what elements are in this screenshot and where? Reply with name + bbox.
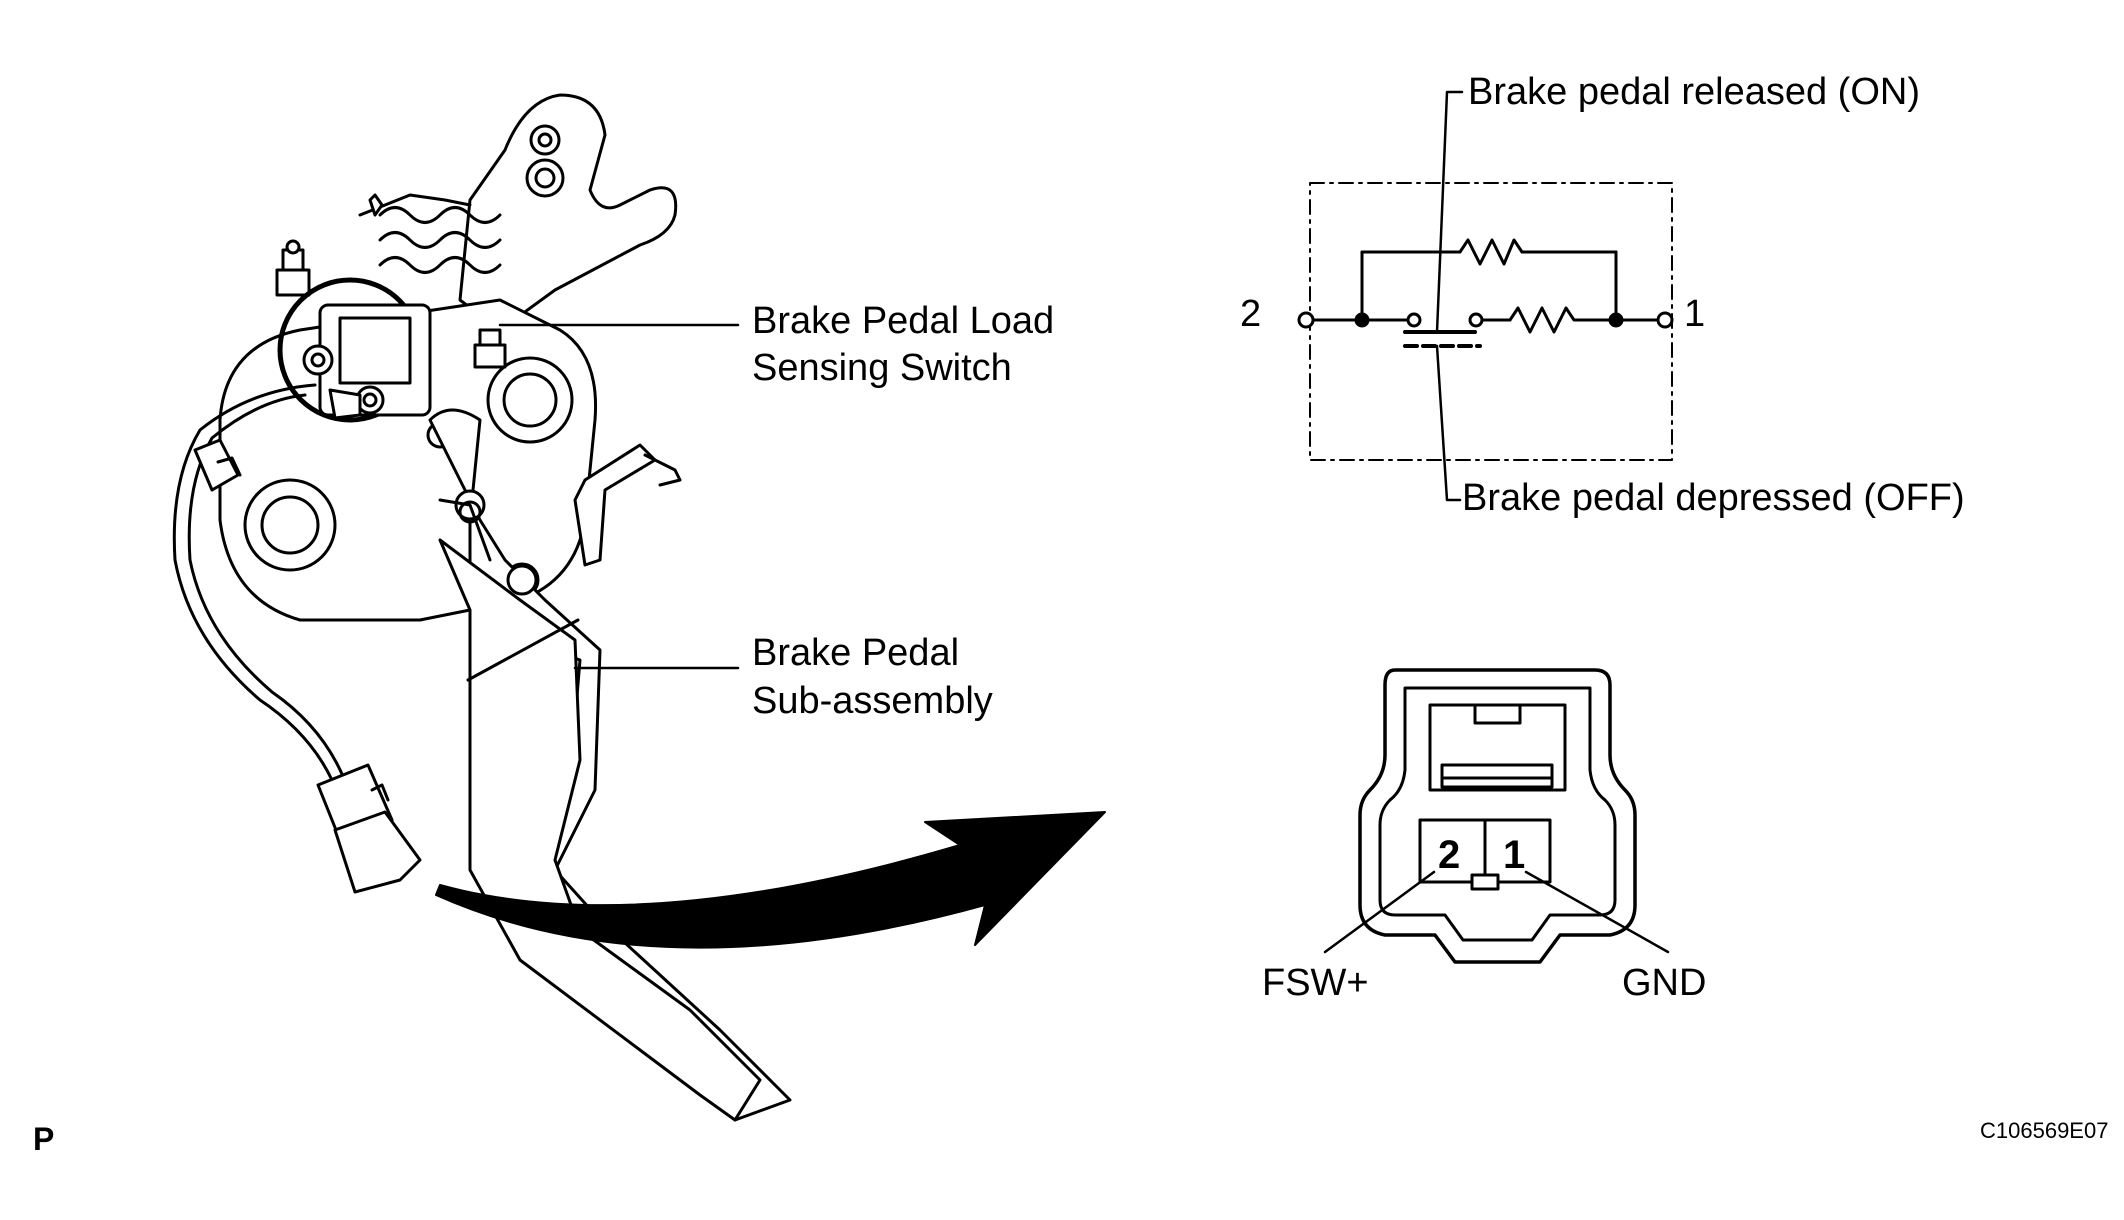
return-spring — [378, 206, 502, 274]
parallel-resistor — [1458, 238, 1524, 266]
stop-bracket — [573, 443, 657, 567]
connector-pin-2-label: 2 — [1438, 833, 1460, 877]
load-sensing-switch — [302, 303, 432, 420]
series-resistor — [1508, 306, 1582, 334]
connector-outer-housing — [1358, 668, 1637, 964]
switch-circuit-schematic — [1297, 90, 1674, 502]
mounting-bracket — [458, 93, 678, 332]
fsw-leader — [1323, 870, 1436, 954]
sub-assembly-label-line1: Brake Pedal — [752, 632, 959, 674]
harness-connector — [316, 763, 422, 894]
terminal-2-node — [1297, 311, 1315, 329]
terminal-2-label: 2 — [1240, 293, 1261, 335]
gnd-label: GND — [1622, 962, 1706, 1004]
curved-arrow — [435, 811, 1106, 949]
pin-cavity-1 — [1483, 818, 1552, 884]
released-leader — [1435, 90, 1464, 334]
load-sensing-switch-label-line1: Brake Pedal Load — [752, 300, 1054, 342]
connector-inner-housing — [1378, 686, 1617, 942]
released-label: Brake pedal released (ON) — [1468, 71, 1920, 113]
brake-pedal-illustration — [172, 93, 792, 1122]
corner-mark: P — [33, 1121, 54, 1157]
gnd-leader — [1524, 870, 1670, 954]
pedal-arm-front — [438, 538, 762, 1122]
connector-pin-1-label: 1 — [1503, 833, 1525, 877]
figure-code: C106569E07 — [1980, 1118, 2108, 1143]
sub-assembly-label-line2: Sub-assembly — [752, 680, 993, 722]
connector-front-view — [1323, 668, 1670, 964]
wire-harness — [172, 383, 342, 802]
load-sensing-switch-label-line2: Sensing Switch — [752, 347, 1012, 389]
terminal-1-node — [1656, 311, 1674, 329]
terminal-1-label: 1 — [1684, 293, 1705, 335]
depressed-label: Brake pedal depressed (OFF) — [1462, 477, 1965, 519]
fsw-plus-label: FSW+ — [1262, 962, 1369, 1004]
depressed-leader — [1435, 344, 1462, 502]
